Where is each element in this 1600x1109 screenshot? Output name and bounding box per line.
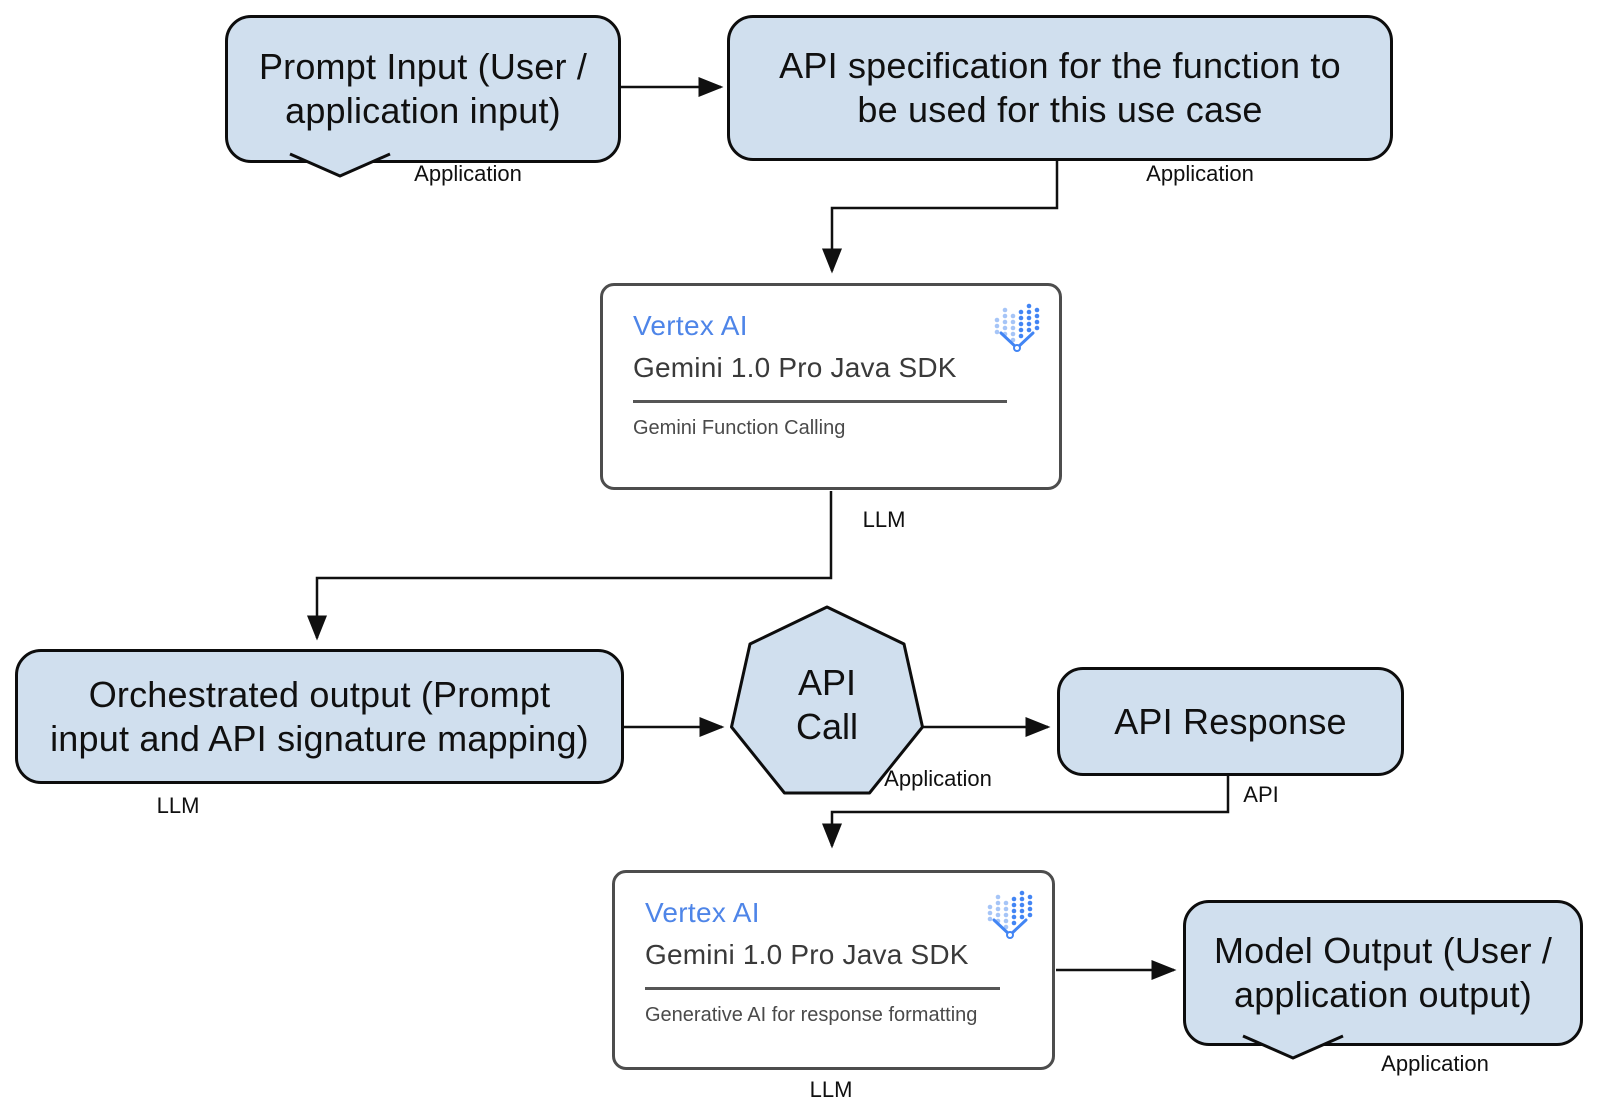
tag-application-api-spec: Application: [1146, 161, 1254, 186]
card-sdk-name: Gemini 1.0 Pro Java SDK: [633, 352, 957, 383]
node-orchestrated-output: Orchestrated output (Prompt input and AP…: [15, 649, 624, 784]
vertex-ai-icon: [991, 300, 1043, 356]
vertex-ai-icon: [984, 887, 1036, 943]
node-prompt-input: Prompt Input (User / application input): [225, 15, 621, 163]
tag-api-response: API: [1243, 782, 1279, 807]
arrow-apispec-to-llm1: [822, 156, 1059, 274]
tag-llm-formatter: LLM: [809, 1077, 853, 1102]
card-sdk-name: Gemini 1.0 Pro Java SDK: [645, 939, 969, 970]
tag-application-api-call: Application: [884, 766, 992, 791]
tag-application-prompt-input: Application: [414, 161, 522, 186]
card-product-name: Vertex AI: [645, 897, 760, 928]
tag-application-model-output: Application: [1381, 1051, 1489, 1076]
card-gemini-function-calling: Vertex AI Gemini 1.0 Pro Java SDK Gemini…: [600, 283, 1062, 490]
tag-llm-orchestrator: LLM: [862, 507, 906, 532]
node-api-call-label: API Call: [795, 662, 858, 747]
card-divider: [645, 987, 1000, 990]
tag-llm-orchestrated-output: LLM: [156, 793, 200, 818]
card-generative-ai-formatting: Vertex AI Gemini 1.0 Pro Java SDK Genera…: [612, 870, 1055, 1070]
node-api-spec: API specification for the function to be…: [727, 15, 1393, 161]
arrow-llm1-to-orchestrated: [307, 491, 833, 641]
card-divider: [633, 400, 1007, 403]
node-api-response: API Response: [1057, 667, 1404, 776]
card-caption: Generative AI for response formatting: [645, 1004, 978, 1026]
node-model-output: Model Output (User / application output): [1183, 900, 1583, 1046]
card-caption: Gemini Function Calling: [633, 417, 846, 439]
card-product-name: Vertex AI: [633, 310, 748, 341]
